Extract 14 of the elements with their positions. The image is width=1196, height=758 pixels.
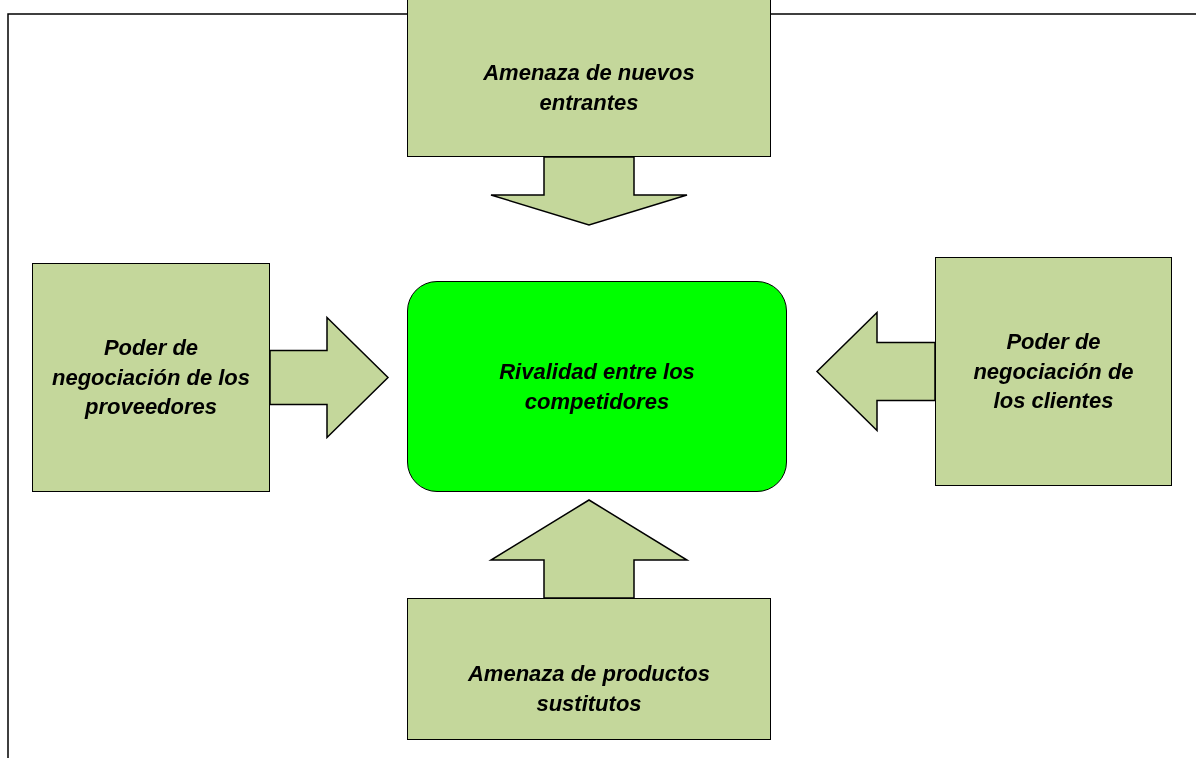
block-arrow: [490, 156, 688, 226]
node-text: Amenaza de nuevos entrantes: [482, 58, 696, 117]
block-arrow: [488, 499, 690, 599]
node-text: Poder de negociación de los clientes: [972, 327, 1135, 416]
force-box: [407, 598, 771, 740]
force-box: [407, 0, 771, 157]
node-text: Amenaza de productos sustitutos: [466, 660, 711, 718]
node-text: Poder de negociación de los proveedores: [50, 333, 251, 422]
block-arrow: [815, 310, 936, 433]
force-box: [935, 257, 1172, 486]
node-text: Rivalidad entre los competidores: [498, 357, 696, 416]
central-rounded-box: [407, 281, 787, 492]
force-box: [32, 263, 270, 492]
block-arrow: [269, 315, 390, 440]
